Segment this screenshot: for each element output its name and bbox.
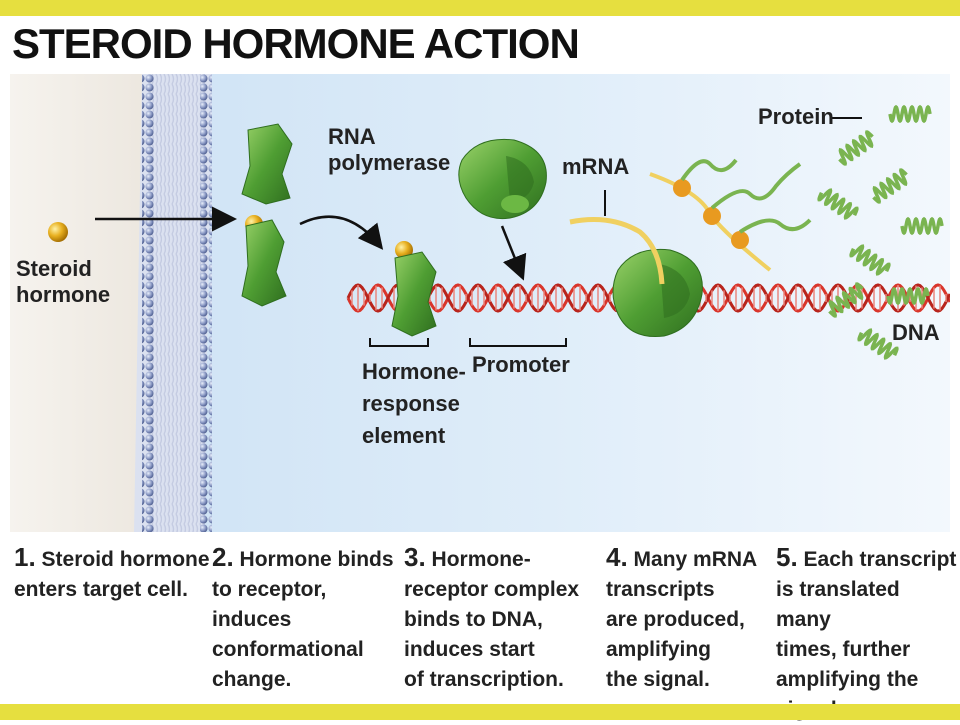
label-mrna: mRNA [562, 154, 630, 179]
step-5-number: 5. [776, 542, 798, 572]
ribosomes-translating [649, 158, 812, 272]
diagram-panel [10, 74, 950, 532]
protein-coil [872, 168, 908, 204]
step-3: 3. Hormone- receptor complex binds to DN… [404, 542, 579, 695]
translated-proteins [817, 104, 944, 360]
step-2-text: Hormone binds to receptor, induces confo… [212, 548, 394, 691]
steroid-hormone-molecule [48, 222, 68, 242]
protein-coil [828, 282, 864, 318]
receptor-protein [241, 123, 293, 205]
top-accent-bar [0, 0, 960, 16]
step-3-number: 3. [404, 542, 426, 572]
bottom-accent-bar [0, 704, 960, 720]
step-2-number: 2. [212, 542, 234, 572]
step-1: 1. Steroid hormone enters target cell. [14, 542, 210, 605]
hormone-receptor-on-dna [391, 251, 437, 337]
extracellular-space [10, 74, 150, 532]
rna-polymerase [458, 138, 547, 220]
protein-coil [900, 216, 944, 236]
mrna-strand [569, 217, 665, 285]
hormone-response-element-bracket [369, 338, 429, 347]
step-1-text: Steroid hormone enters target cell. [14, 548, 210, 601]
protein-coil [886, 286, 930, 306]
protein-coil [888, 104, 932, 124]
receptor-complex [241, 219, 287, 307]
step-3-text: Hormone- receptor complex binds to DNA, … [404, 548, 580, 691]
promoter-bracket [469, 338, 567, 347]
label-dna: DNA [892, 320, 940, 345]
label-hormone-response-element: Hormone- response element [362, 359, 466, 448]
protein-coil [838, 130, 874, 166]
step-5: 5. Each transcript is translated many ti… [776, 542, 960, 725]
protein-coil [857, 328, 899, 360]
step-4-number: 4. [606, 542, 628, 572]
step-4-text: Many mRNA transcripts are produced, ampl… [606, 548, 758, 691]
step-1-number: 1. [14, 542, 36, 572]
protein-coil [849, 244, 891, 276]
label-rna-polymerase: RNA polymerase [328, 124, 451, 175]
step-5-text: Each transcript is translated many times… [776, 548, 957, 721]
binding-arrow [299, 215, 384, 250]
polymerase-arrow [500, 225, 527, 281]
label-promoter: Promoter [472, 352, 570, 377]
plasma-membrane [133, 74, 213, 532]
protein-coil [817, 188, 859, 220]
label-protein: Protein [758, 104, 834, 129]
step-4: 4. Many mRNA transcripts are produced, a… [606, 542, 757, 695]
page-title: STEROID HORMONE ACTION [12, 20, 580, 67]
label-steroid-hormone: Steroid hormone [16, 256, 111, 307]
rna-polymerase-on-dna [612, 248, 703, 338]
step-2: 2. Hormone binds to receptor, induces co… [212, 542, 394, 695]
